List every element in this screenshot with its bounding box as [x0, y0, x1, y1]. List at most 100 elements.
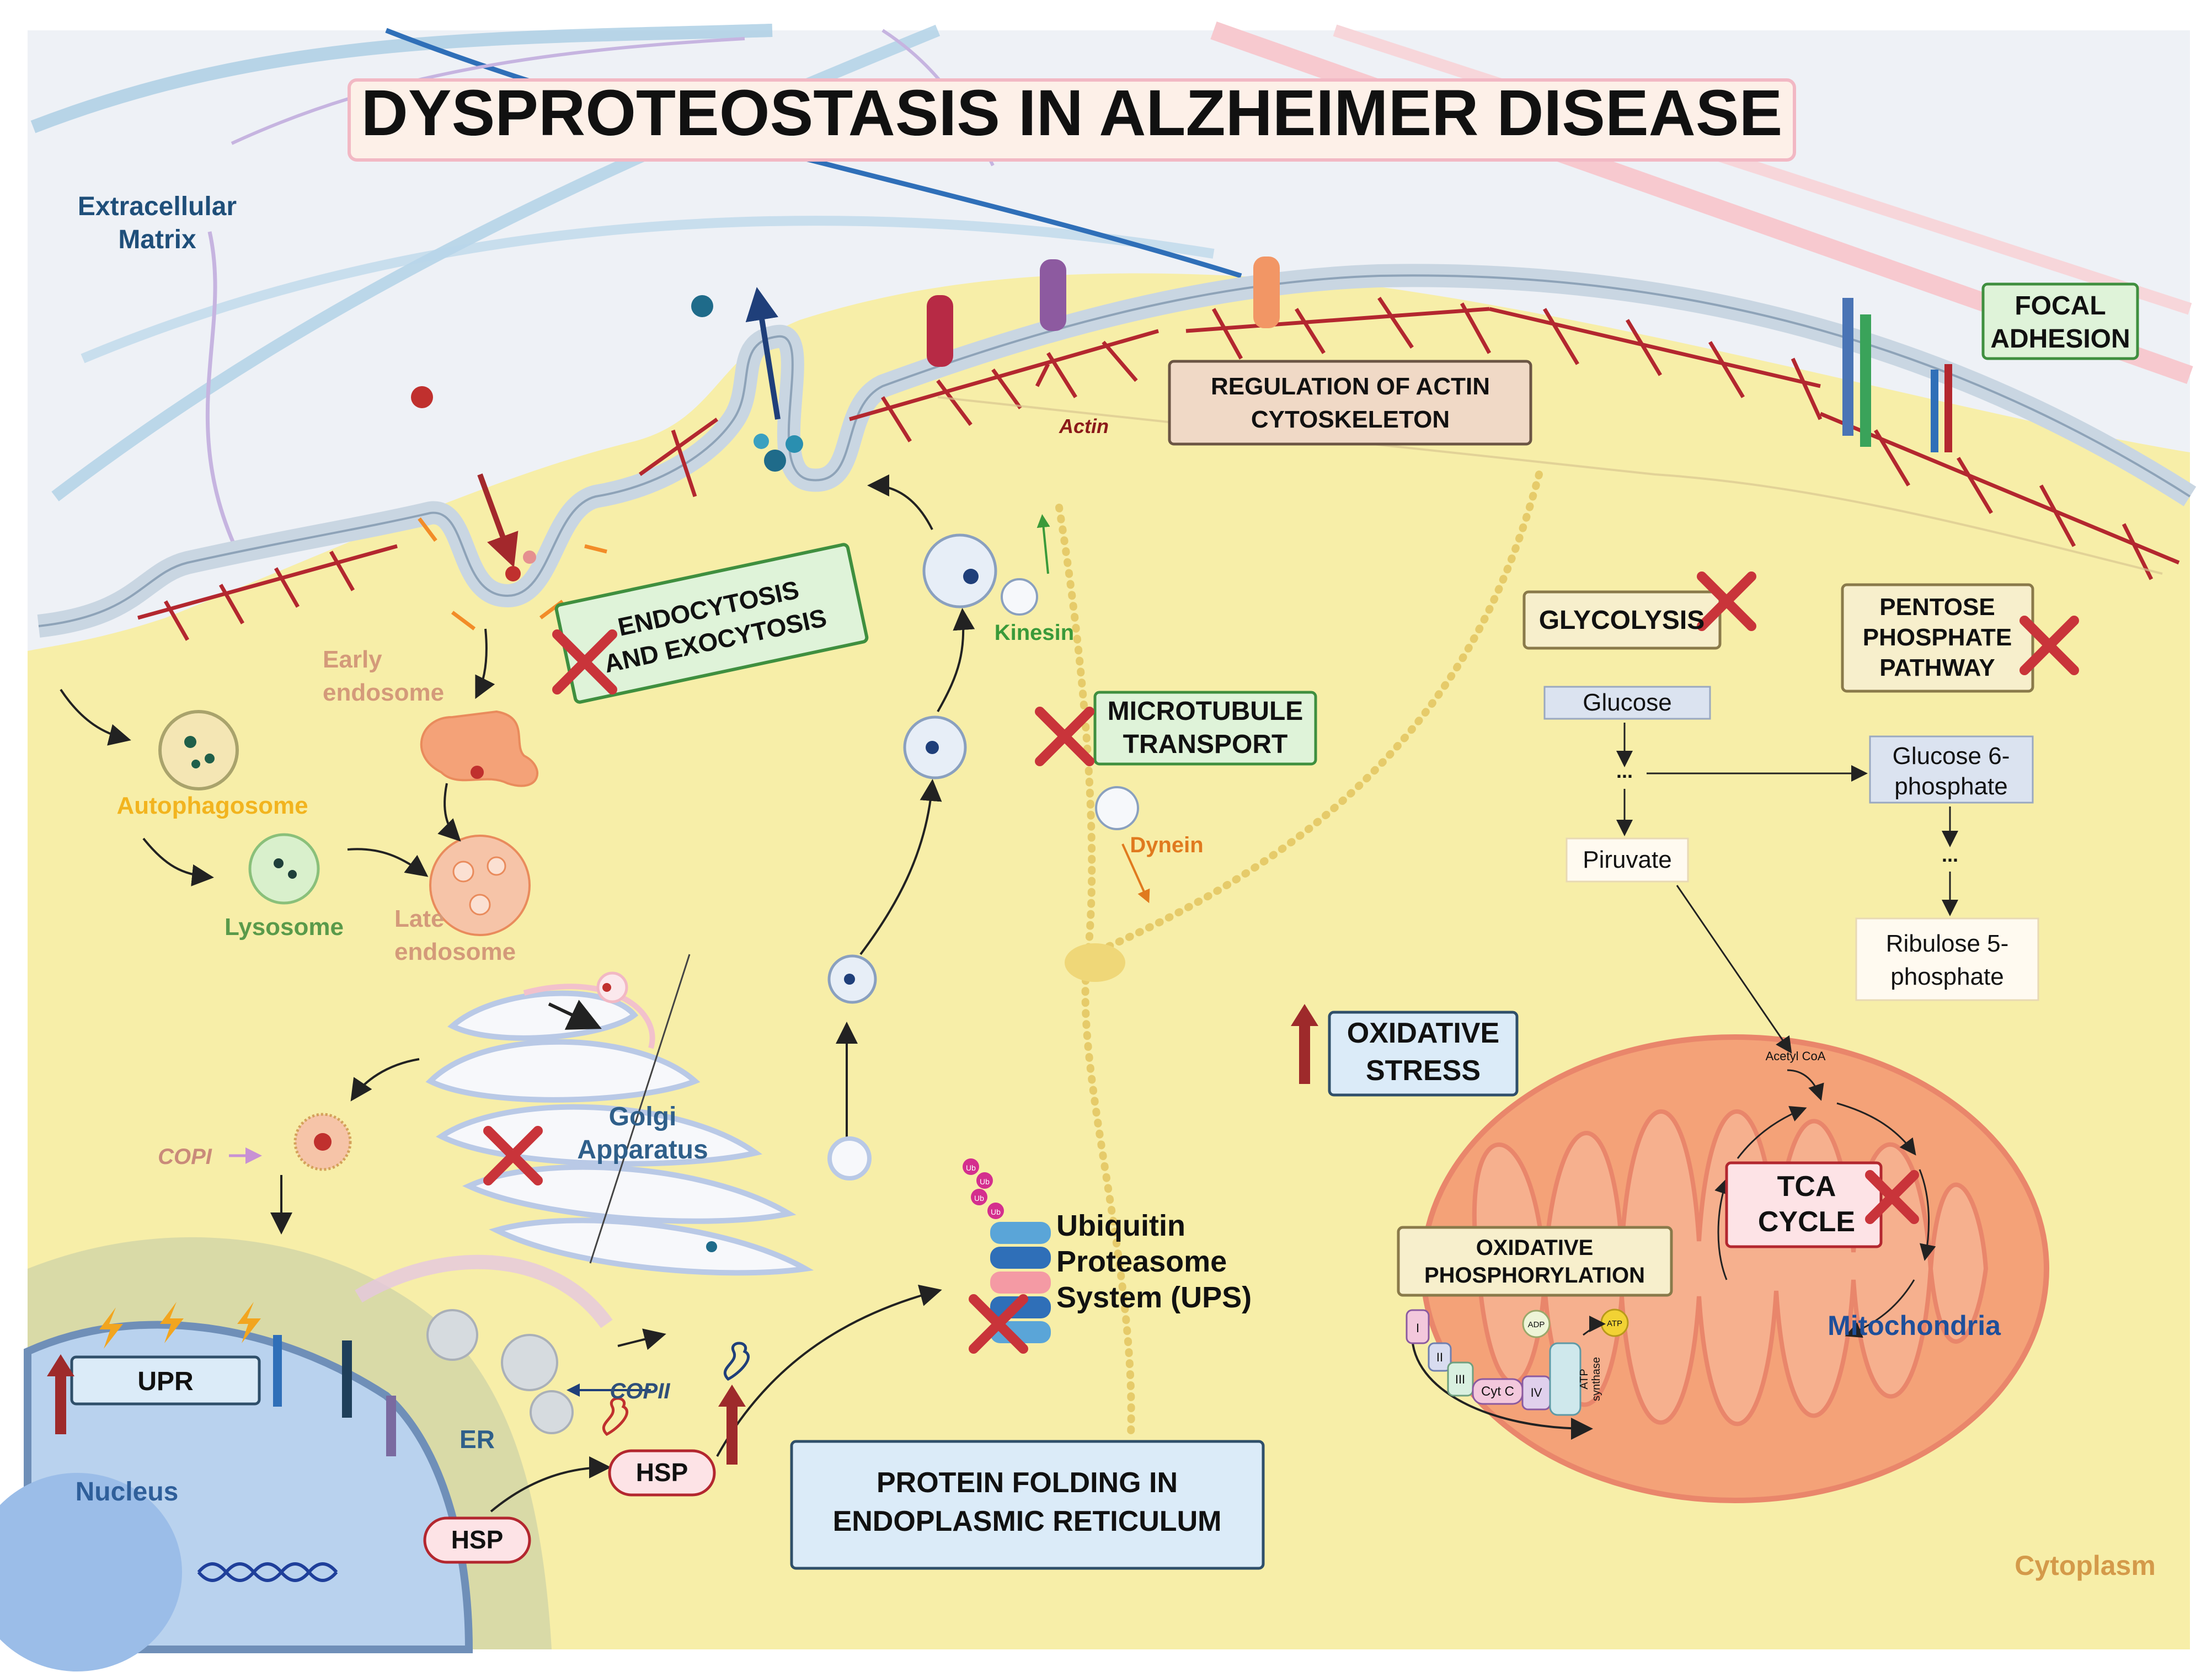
integrin	[1860, 314, 1871, 447]
ub-label: Ub	[974, 1194, 984, 1203]
exocytosis-arrow	[745, 287, 781, 420]
actin-reg-line1: REGULATION OF ACTIN	[1211, 373, 1490, 400]
integrin	[1842, 298, 1853, 436]
microtubule-line1: MICROTUBULE	[1108, 697, 1303, 726]
early-endosome-line1: Early	[323, 646, 382, 673]
ecm-fiber	[81, 216, 1215, 364]
oxidative-stress-box	[1328, 1011, 1519, 1097]
copi-label: COPI	[158, 1145, 212, 1169]
glucose-label: Glucose	[1583, 689, 1671, 716]
cytoplasm-label: Cytoplasm	[2015, 1550, 2156, 1581]
early-endosome-line2: endosome	[323, 679, 444, 706]
increase-arrows	[47, 1004, 1318, 1465]
autophagosome	[158, 710, 239, 790]
late-endosome	[429, 835, 531, 936]
ecm-label-line2: Matrix	[118, 225, 196, 254]
actin-cytoskeleton	[137, 297, 2180, 641]
hsp-pill-1	[608, 1449, 716, 1497]
glycolysis-box	[1522, 590, 1722, 650]
membrane-protein-orange	[1253, 257, 1280, 328]
golgi-line2: Apparatus	[577, 1135, 708, 1164]
integrin	[1931, 370, 1938, 452]
r5p-line1: Ribulose 5-	[1886, 930, 2009, 957]
protein-folding-box	[790, 1440, 1265, 1570]
tca-line1: TCA	[1777, 1171, 1836, 1203]
mitochondria-cristae	[1472, 1109, 1989, 1427]
nucleus-label: Nucleus	[76, 1477, 179, 1507]
upr-label: UPR	[137, 1367, 193, 1396]
clathrin-coat	[418, 517, 607, 631]
pentose-line2: PHOSPHATE	[1863, 624, 2012, 651]
actin-label: Actin	[1059, 415, 1109, 437]
actin-regulation-box	[1168, 360, 1532, 446]
ub-label: Ub	[980, 1177, 990, 1186]
centrosome	[1065, 943, 1125, 982]
nucleolus	[0, 1473, 182, 1671]
pentose-box	[1841, 583, 2034, 693]
atp-label: ATP	[1607, 1319, 1622, 1328]
inhibition-marks	[483, 571, 2079, 1354]
r5p-box	[1855, 917, 2039, 1001]
dynein-arrow	[1121, 843, 1150, 904]
endocytosed-cargo	[411, 386, 433, 408]
early-endosome	[420, 710, 538, 787]
plasma-membrane-edge	[38, 274, 2191, 627]
complex-iv-label: IV	[1531, 1386, 1542, 1399]
hsp-label-1: HSP	[636, 1458, 688, 1487]
ecm-fiber	[30, 24, 773, 133]
lysosome	[248, 833, 320, 905]
atp-synthase-line1: ATP	[1578, 1369, 1590, 1389]
membrane-protein-red	[927, 295, 953, 367]
proteoglycan	[205, 231, 239, 553]
microtubule-transport-box	[1093, 691, 1317, 766]
tca-line2: CYCLE	[1758, 1206, 1855, 1238]
focal-adhesion-line1: FOCAL	[2015, 291, 2106, 320]
focal-adhesion-box	[1981, 282, 2139, 360]
golgi-line1: Golgi	[609, 1102, 677, 1131]
page-title: DYSPROTEOSTASIS IN ALZHEIMER DISEASE	[361, 77, 1783, 149]
integrin	[1944, 364, 1952, 452]
er-label: ER	[460, 1425, 495, 1454]
kinesin-arrow	[1036, 514, 1050, 574]
er-receptors	[99, 1302, 396, 1456]
er-ribosomes	[426, 1309, 574, 1434]
oxphos-box	[1397, 1226, 1673, 1297]
kinesin-label: Kinesin	[995, 621, 1074, 645]
hsp-label-2: HSP	[451, 1525, 504, 1554]
ecm-label-line1: Extracellular	[78, 192, 237, 221]
dynein-motor	[1095, 786, 1139, 830]
late-endosome-line2: endosome	[394, 938, 516, 965]
mitochondria-label: Mitochondria	[1828, 1310, 2001, 1341]
ups-line1: Ubiquitin	[1056, 1209, 1185, 1242]
focal-adhesion-line2: ADHESION	[1990, 324, 2130, 354]
pentose-line1: PENTOSE	[1879, 594, 1995, 621]
piruvate-label: Piruvate	[1583, 846, 1671, 873]
ellipsis-1: ...	[1616, 760, 1633, 782]
oxidative-stress-line2: STRESS	[1366, 1055, 1481, 1087]
hsp-pill-2	[423, 1516, 531, 1564]
copii-label: COPII	[610, 1379, 671, 1403]
pentose-line3: PATHWAY	[1879, 654, 1995, 681]
membrane-protein-purple	[1040, 259, 1066, 331]
atp-synthase-line2: synthase	[1590, 1357, 1602, 1401]
ecm-fiber-pink-2	[1333, 24, 2192, 315]
r5p-line2: phosphate	[1890, 963, 2004, 990]
proteoglycan	[231, 37, 745, 145]
autophagosome-label: Autophagosome	[116, 792, 308, 819]
complex-ii-label: II	[1436, 1350, 1443, 1364]
kinesin-motor	[1001, 578, 1038, 616]
upr-box	[70, 1355, 261, 1406]
endocytosis-arrow	[477, 473, 519, 568]
ub-label: Ub	[966, 1163, 976, 1172]
ups-line2: Proteasome	[1056, 1245, 1227, 1278]
complex-iii-label: III	[1455, 1372, 1465, 1386]
complex-i-label: I	[1416, 1321, 1419, 1335]
exocytosed-cargo	[691, 295, 713, 317]
microtubule	[1099, 471, 1543, 953]
actin-reg-line2: CYTOSKELETON	[1251, 406, 1450, 433]
ups-line3: System (UPS)	[1056, 1281, 1252, 1314]
ub-label: Ub	[991, 1208, 1001, 1216]
dna-helix	[197, 1562, 338, 1582]
